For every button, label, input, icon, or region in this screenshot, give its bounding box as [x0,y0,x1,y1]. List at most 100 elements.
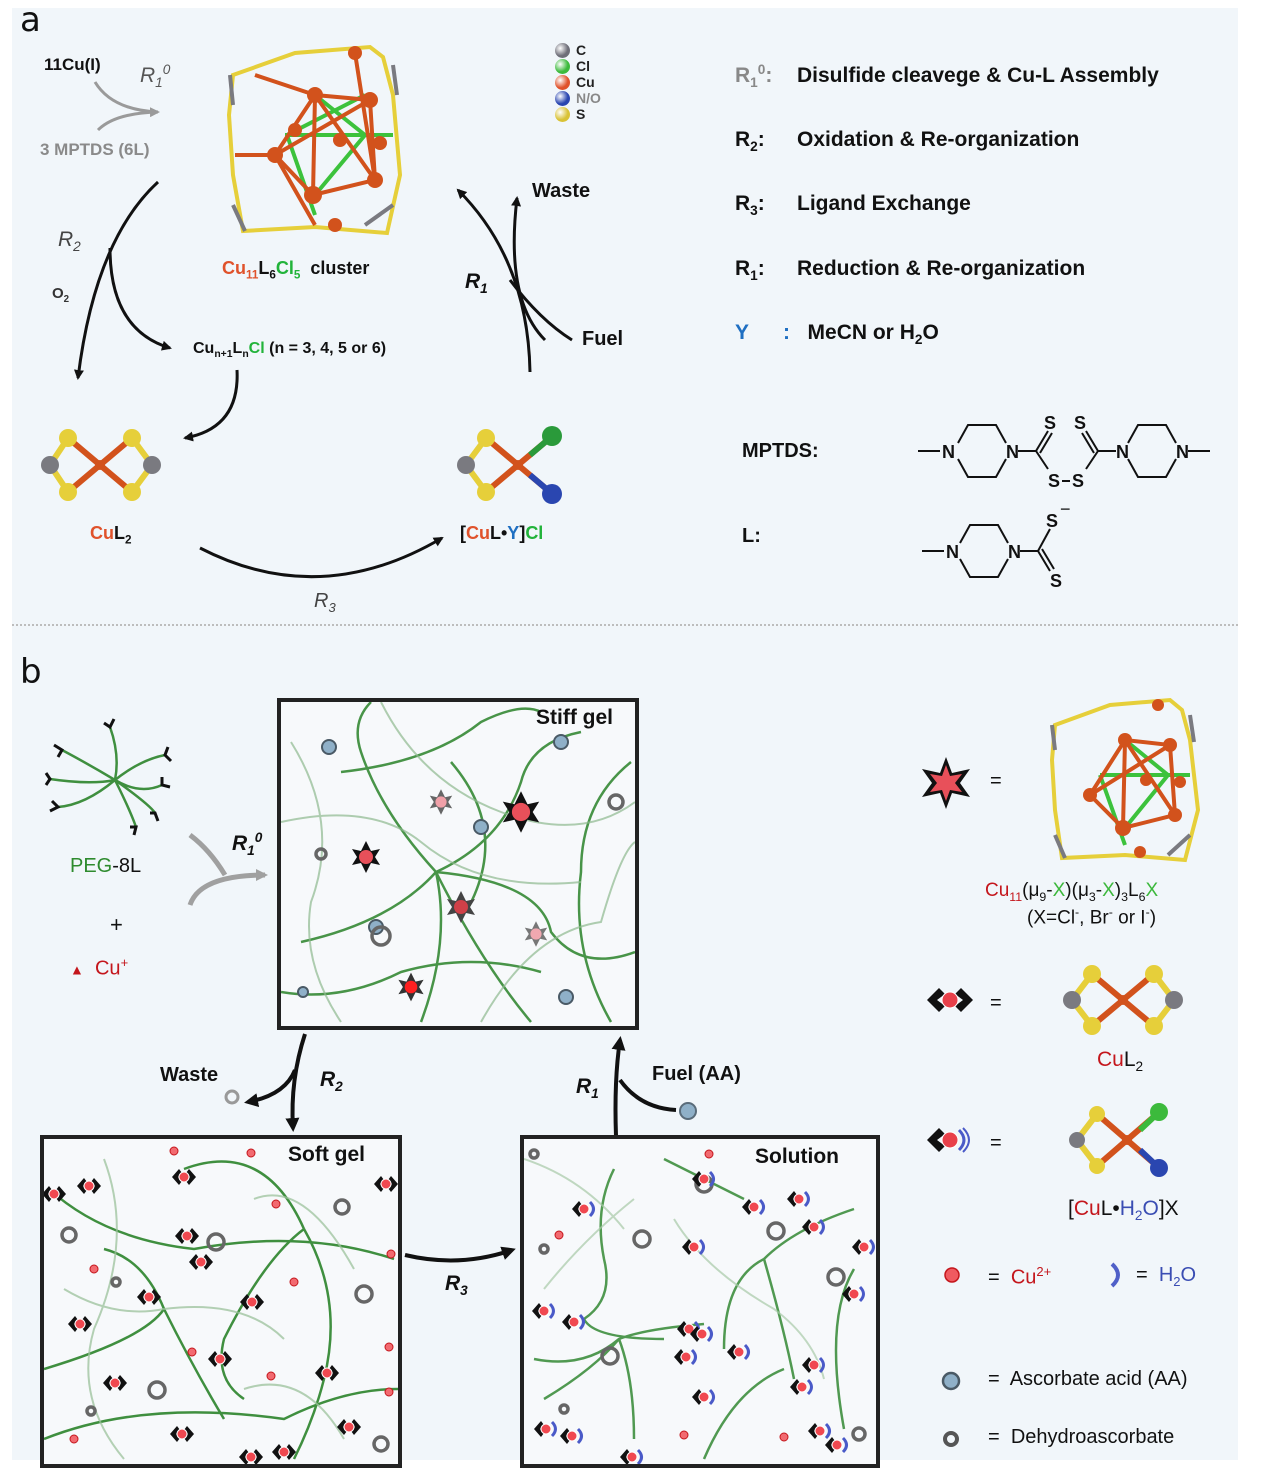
dehydroascorbate-particle [60,1226,78,1244]
cu2-particle [69,1434,79,1444]
dehydroascorbate-particle [147,1380,167,1400]
dehydroascorbate-particle [85,1405,97,1417]
r2-arrow-to-cul2 [74,180,160,380]
dehydroascorbate-particle [314,847,328,861]
cu2-particle [679,1430,689,1440]
atom-ball-icon [555,58,570,74]
cu2-particle [266,1371,276,1381]
cul2-particle [137,1289,161,1305]
atom-legend-item: S [555,106,601,122]
culh2o-molecule-b [1069,1103,1168,1177]
ascorbate-icon [941,1371,961,1391]
culh2o-particle [620,1448,643,1464]
cul2-icon [927,988,973,1012]
intermediate-to-cul2-arrow [183,369,239,442]
s-atom: S [1074,413,1086,433]
mptds-structure: N N S S S S N N N N S − S [918,413,1210,591]
cluster-crosslink-particle [502,791,540,833]
dehydroascorbate-particle [528,1148,540,1160]
cu2-particle [384,1387,394,1397]
reactant-cu: 11Cu(I) [44,55,101,74]
r2-label-b: R2 [320,1068,343,1095]
cluster-star-icon [922,757,970,809]
cu2-particle [384,1342,394,1352]
atom-ball-icon [555,42,570,58]
ascorbate-legend-text: = Ascorbate acid (AA) [988,1368,1188,1390]
reaction-key: R10: [735,62,773,91]
culh2o-particle [787,1190,810,1208]
s-atom: S [1048,471,1060,491]
culh2o-particle [808,1422,831,1440]
culh2o-particle [534,1420,557,1438]
culh2o-particle [790,1378,813,1396]
culh2o-icon [927,1127,970,1153]
cul2-particle [175,1228,199,1244]
s-atom: S [1072,471,1084,491]
dehydroascorbate-particle [826,1267,846,1287]
culh2o-particle [692,1170,715,1188]
reaction-definition-item: R3:Ligand Exchange [735,192,1159,218]
cu2-particle [169,1146,179,1156]
ascorbate-particle [553,734,569,750]
cluster-formula-b: Cu11(μ9-X)(μ3-X)3L6X [985,880,1159,904]
cluster-crosslink-particle [447,891,475,923]
ascorbate-particle [473,819,489,835]
solution-network [524,1148,875,1464]
cu2-particle [704,1149,714,1159]
n-atom: N [1116,442,1129,462]
cu-plus-label: ▲ Cu+ [70,955,129,980]
peg-8l-star [44,718,173,836]
dehydroascorbate-particle [607,793,625,811]
r3-label-a: R3 [314,590,336,615]
cu11-cluster-image [226,44,403,236]
solution-box [520,1135,880,1468]
cu2-particle [89,1264,99,1274]
r10-label-b: R10 [232,830,263,859]
reaction-description: Disulfide cleavege & Cu-L Assembly [797,64,1159,87]
plus-sign: + [110,912,123,937]
equals-sign: = [990,992,1002,1014]
cu11-cluster-image-b [1049,697,1201,863]
n-atom: N [946,542,959,562]
cu2-particle [289,1277,299,1287]
cul2-particle [172,1169,196,1185]
culh2o-particle [690,1325,713,1343]
peg-8l-label: PEG-8L [70,855,142,877]
culh2o-particle [682,1238,705,1256]
atom-symbol: S [576,106,586,122]
reaction-definition-item: R1:Reduction & Re-organization [735,257,1159,283]
cluster-note-b: (X=Cl-, Br- or I-) [1027,905,1157,929]
dehydroascorbate-icon [943,1431,959,1447]
culy-label-a: [CuL•Y]Cl [460,523,544,543]
y-definition: Y: MeCN or H2O [735,320,939,347]
mptds-label: MPTDS: [742,440,819,462]
culh2o-particle [802,1218,825,1236]
equals-sign: = [990,1132,1002,1154]
culh2o-particle [802,1356,825,1374]
r2-label-a: R2 [58,228,81,255]
cluster-crosslink-particle [352,841,380,873]
panel-divider [12,624,1238,626]
cu2-particle [386,1249,396,1259]
cu2-particle [271,1199,281,1209]
fuel-label-a: Fuel [582,328,624,350]
cul2-label-a: CuL2 [90,523,132,547]
cul2-label-b: CuL2 [1097,1048,1144,1075]
cul2-particle [189,1254,213,1270]
dehydroascorbate-particle [372,1435,390,1453]
atom-ball-icon [555,74,570,90]
cluster-label-a: Cu11L6Cl5 cluster [222,258,370,282]
equals-sign: = [990,770,1002,792]
atom-legend-item: C [555,42,601,58]
cul2-particle [68,1316,92,1332]
atom-legend-item: Cu [555,74,601,90]
stiff-gel-title: Stiff gel [536,706,613,729]
h2o-icon [1110,1262,1120,1288]
culh2o-label-b: [CuL•H2O]X [1068,1197,1179,1224]
cul2-molecule-a [41,429,161,501]
cu2-ion-icon [944,1267,960,1283]
r3-label-b: R3 [445,1272,468,1299]
dehydroascorbate-particle [851,1426,867,1442]
l-label: L: [742,525,761,547]
